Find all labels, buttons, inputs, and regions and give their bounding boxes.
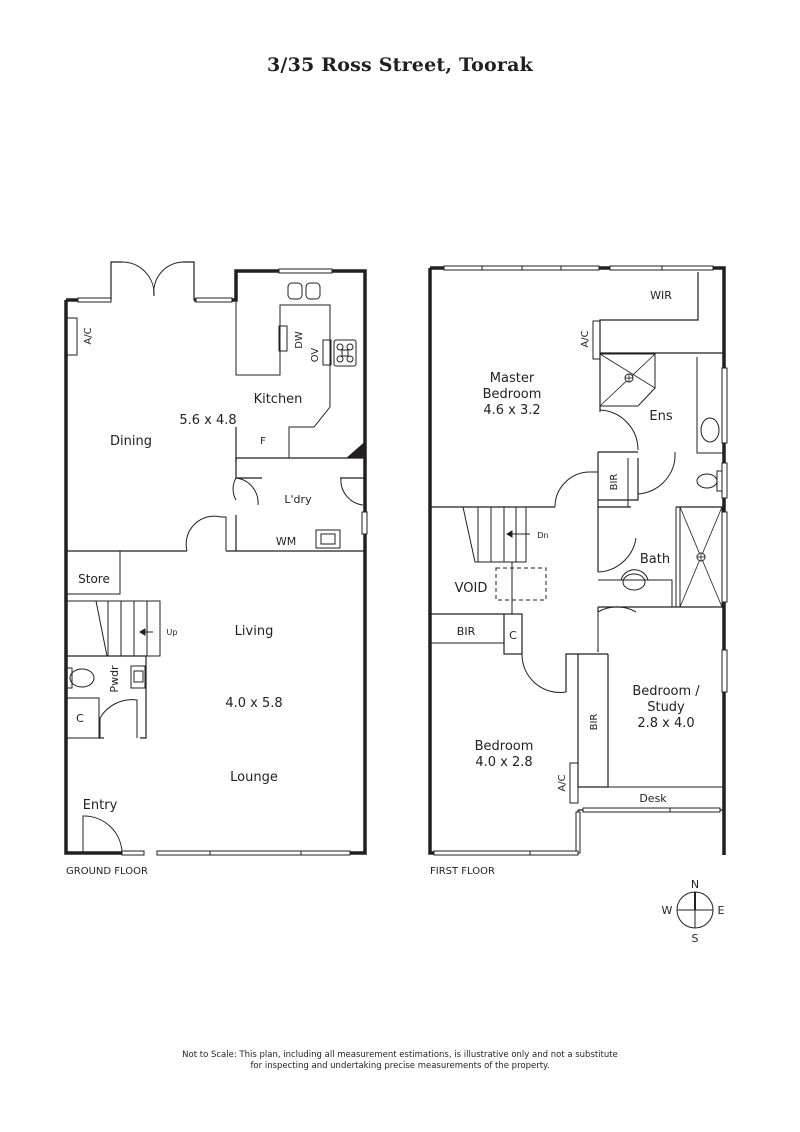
ac-unit-bedroom xyxy=(569,762,579,804)
room-dims-living: 4.0 x 5.8 xyxy=(225,696,282,711)
room-dims-study: 2.8 x 4.0 xyxy=(637,716,694,731)
powder-basin xyxy=(130,665,146,689)
hallway-cupboard xyxy=(503,613,523,655)
room-label-lounge: Lounge xyxy=(230,770,278,785)
first-floor-plan xyxy=(428,265,728,856)
washing-machine-tub xyxy=(315,529,341,549)
compass-east: E xyxy=(718,904,725,917)
room-label-entry: Entry xyxy=(83,798,118,813)
label-ac-bedroom: A/C xyxy=(557,774,568,791)
ensuite-basin xyxy=(700,417,720,443)
room-label-bath: Bath xyxy=(640,552,670,567)
lounge-windows xyxy=(121,850,351,856)
oven xyxy=(322,339,332,366)
label-fridge: F xyxy=(260,436,266,447)
ac-unit xyxy=(66,317,78,356)
ground-floor-label: GROUND FLOOR xyxy=(66,866,148,877)
compass-north: N xyxy=(691,878,699,891)
first-floor-stairs xyxy=(462,506,547,614)
room-label-kitchen: Kitchen xyxy=(254,392,303,407)
dishwasher xyxy=(278,325,288,352)
disclaimer-line-1: Not to Scale: This plan, including all m… xyxy=(182,1050,618,1060)
cooktop xyxy=(333,339,357,367)
label-oven: OV xyxy=(310,348,321,363)
ground-floor-plan xyxy=(64,261,368,856)
label-stairs-down: Dn xyxy=(537,531,548,540)
room-label-ensuite: Ens xyxy=(649,409,672,424)
room-label-dining: Dining xyxy=(110,434,152,449)
compass-west: W xyxy=(662,904,673,917)
label-ac-ground: A/C xyxy=(83,327,94,344)
room-label-cupboard: C xyxy=(76,712,84,725)
room-label-bir-study: BIR xyxy=(589,714,600,731)
label-dishwasher: DW xyxy=(294,331,305,349)
room-label-study-line2: Study xyxy=(647,700,685,715)
study-windows xyxy=(582,807,721,813)
first-floor-label: FIRST FLOOR xyxy=(430,866,495,877)
dining-top-windows xyxy=(77,268,333,303)
bath-basin xyxy=(620,569,649,581)
room-label-wir: WIR xyxy=(650,289,672,302)
property-address-title: 3/35 Ross Street, Toorak xyxy=(267,54,533,76)
ensuite-toilet xyxy=(696,473,718,489)
sink-left xyxy=(287,282,303,300)
room-label-master-line1: Master xyxy=(490,371,535,386)
compass-rose: N E S W xyxy=(662,878,725,945)
disclaimer-line-2: for inspecting and undertaking precise m… xyxy=(250,1061,550,1071)
disclaimer: Not to Scale: This plan, including all m… xyxy=(0,1050,800,1072)
label-washing-machine: WM xyxy=(276,535,296,548)
ac-unit-master xyxy=(592,320,601,360)
room-label-cupboard-hall: C xyxy=(509,629,517,642)
master-windows xyxy=(443,265,714,271)
powder-toilet xyxy=(69,668,95,688)
label-void: VOID xyxy=(455,581,488,596)
ground-floor-stairs xyxy=(66,600,161,657)
room-dims-master: 4.6 x 3.2 xyxy=(483,403,540,418)
label-ac-master: A/C xyxy=(580,330,591,347)
room-label-study-line1: Bedroom / xyxy=(632,684,700,699)
room-label-laundry: L'dry xyxy=(284,493,312,506)
label-desk: Desk xyxy=(639,792,667,805)
sink-right xyxy=(305,282,321,300)
room-label-bir-hall: BIR xyxy=(457,625,476,638)
room-label-powder: Pwdr xyxy=(108,665,121,693)
room-label-bedroom: Bedroom xyxy=(475,739,534,754)
label-stairs-up: Up xyxy=(167,628,178,637)
room-label-master-line2: Bedroom xyxy=(483,387,542,402)
room-label-bir-master: BIR xyxy=(609,474,620,491)
room-label-living: Living xyxy=(235,624,274,639)
compass-south: S xyxy=(692,932,699,945)
room-label-store: Store xyxy=(78,572,110,586)
bedroom-windows xyxy=(433,850,579,856)
room-dims-bedroom: 4.0 x 2.8 xyxy=(475,755,532,770)
room-dims-dining: 5.6 x 4.8 xyxy=(179,413,236,428)
